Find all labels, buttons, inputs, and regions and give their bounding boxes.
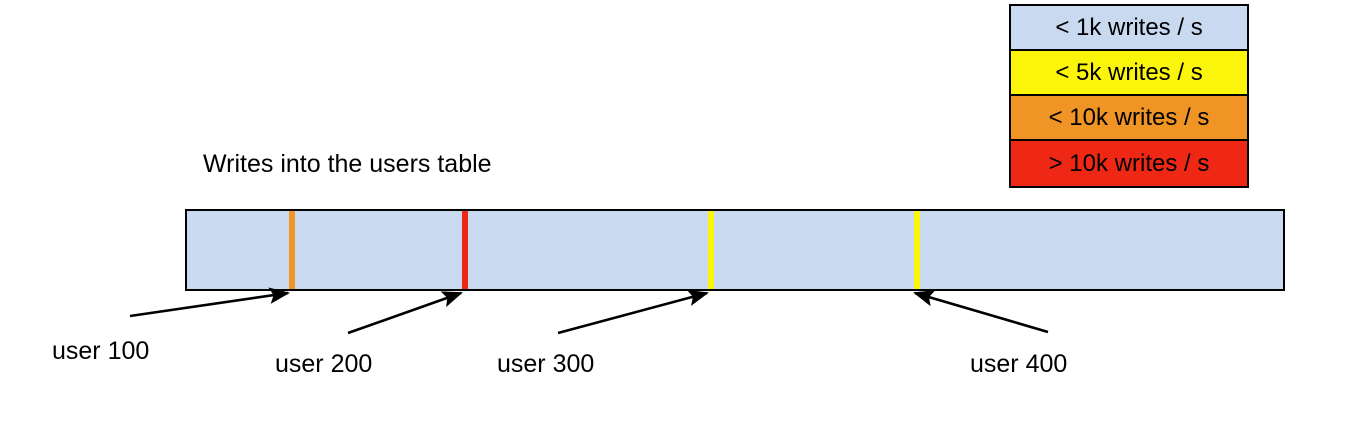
legend: < 1k writes / s < 5k writes / s < 10k wr… bbox=[1009, 4, 1249, 188]
legend-item-lt-5k: < 5k writes / s bbox=[1011, 51, 1247, 96]
label-user-200: user 200 bbox=[275, 350, 373, 378]
arrow-user-300 bbox=[557, 289, 710, 335]
legend-item-lt-10k: < 10k writes / s bbox=[1011, 96, 1247, 141]
label-user-300: user 300 bbox=[497, 350, 595, 378]
chart-title: Writes into the users table bbox=[203, 150, 492, 178]
label-user-400: user 400 bbox=[970, 350, 1068, 378]
stripe-user-200 bbox=[462, 211, 468, 289]
arrow-user-100 bbox=[129, 287, 291, 318]
label-user-100: user 100 bbox=[52, 337, 150, 365]
legend-item-label: < 1k writes / s bbox=[1055, 13, 1203, 41]
stripe-user-100 bbox=[289, 211, 295, 289]
stripe-user-300 bbox=[708, 211, 714, 289]
arrow-user-200 bbox=[347, 291, 463, 335]
legend-item-label: > 10k writes / s bbox=[1048, 149, 1210, 177]
legend-item-lt-1k: < 1k writes / s bbox=[1011, 6, 1247, 51]
stripe-user-400 bbox=[914, 211, 920, 289]
arrow-user-400 bbox=[913, 290, 1049, 334]
legend-item-gt-10k: > 10k writes / s bbox=[1011, 141, 1247, 186]
users-table-bar bbox=[185, 209, 1285, 291]
legend-item-label: < 10k writes / s bbox=[1048, 103, 1210, 131]
legend-item-label: < 5k writes / s bbox=[1055, 58, 1203, 86]
